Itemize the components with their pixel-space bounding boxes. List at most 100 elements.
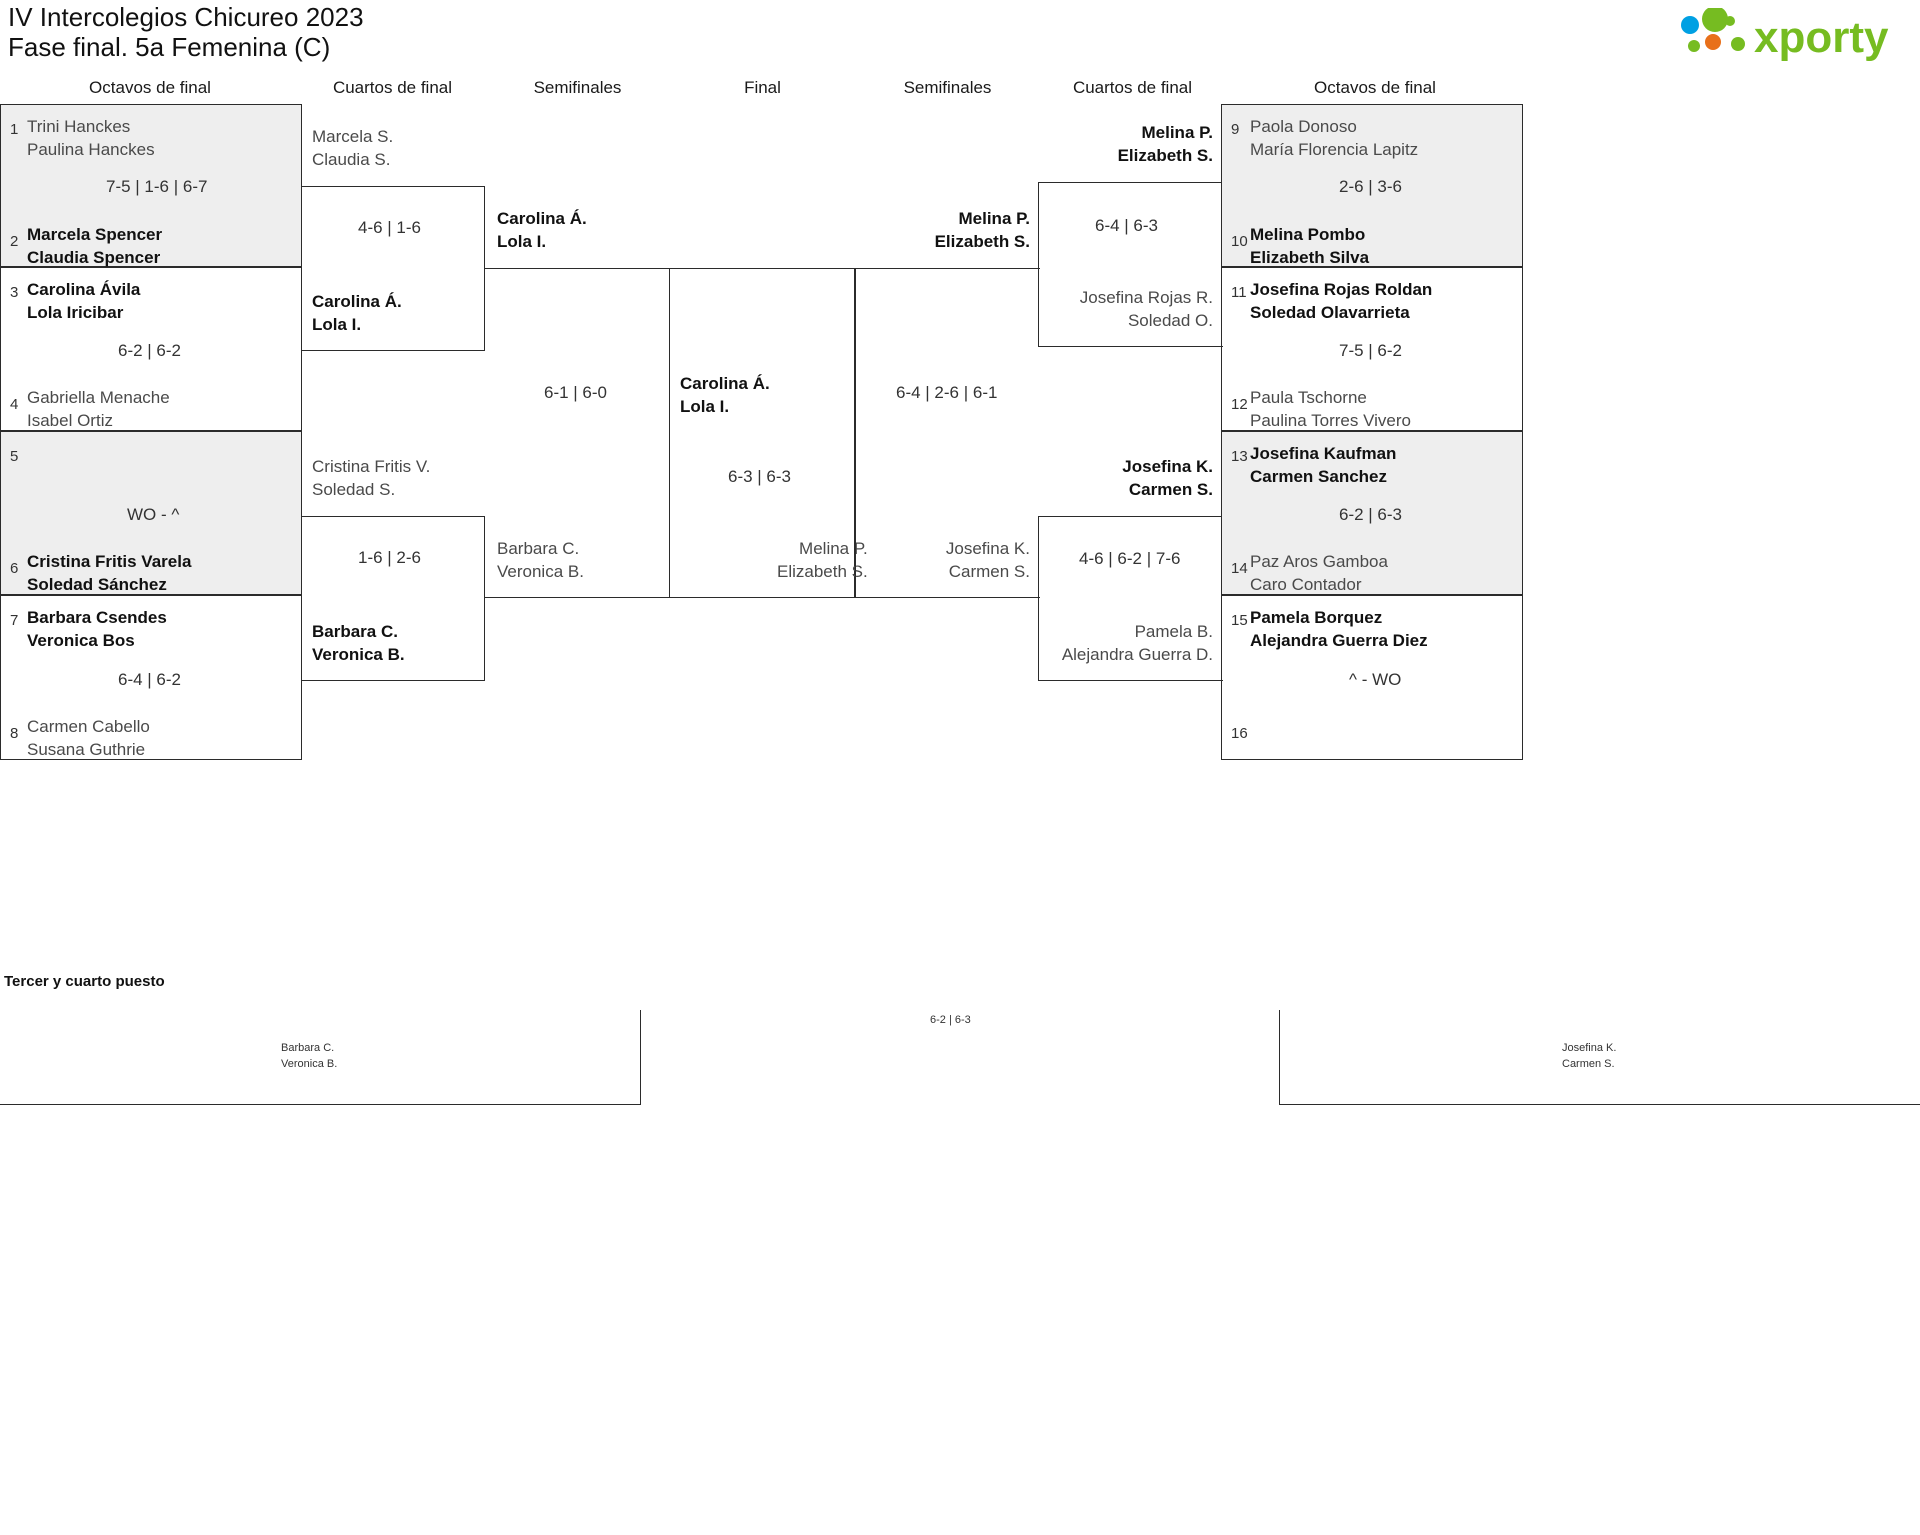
- player-name: Carolina Á.: [497, 209, 587, 228]
- player-name: Melina Pombo: [1250, 225, 1366, 244]
- player-name: Elizabeth S.: [777, 562, 868, 581]
- r16-match-right-1[interactable]: 9 Paola Donoso María Florencia Lapitz 2-…: [1221, 104, 1523, 267]
- page-title: IV Intercolegios Chicureo 2023 Fase fina…: [8, 2, 364, 62]
- player-name: Cristina Fritis V.: [312, 457, 431, 476]
- player-name: Carmen Sanchez: [1250, 467, 1387, 486]
- r16-match-left-2[interactable]: 3 Carolina Ávila Lola Iricibar 6-2 | 6-2…: [0, 267, 302, 431]
- third-place-divider-right: [1279, 1010, 1280, 1105]
- player-name: Lola I.: [680, 397, 730, 416]
- player-name: Soledad S.: [312, 480, 396, 499]
- player-pair: Carmen Cabello Susana Guthrie: [27, 715, 150, 761]
- sf-connector-left: [485, 268, 670, 598]
- r16-match-left-4[interactable]: 7 Barbara Csendes Veronica Bos 6-4 | 6-2…: [0, 595, 302, 760]
- player-pair: Trini Hanckes Paulina Hanckes: [27, 115, 155, 161]
- player-pair: Paz Aros Gamboa Caro Contador: [1250, 550, 1388, 596]
- seed-number: 1: [10, 121, 19, 138]
- player-name: Veronica B.: [281, 1058, 338, 1070]
- player-name: Barbara Csendes: [27, 608, 167, 627]
- player-name: Carmen S.: [1128, 480, 1213, 499]
- sf-player-pair-right-1: Melina P. Elizabeth S.: [830, 207, 1030, 253]
- player-pair: Barbara Csendes Veronica Bos: [27, 606, 167, 652]
- player-name: Carmen S.: [1562, 1058, 1615, 1070]
- match-score: 7-5 | 1-6 | 6-7: [106, 177, 208, 196]
- round-header-sf-left: Semifinales: [533, 78, 622, 97]
- third-place-rule-right: [1279, 1104, 1920, 1105]
- player-name: Isabel Ortiz: [27, 411, 113, 430]
- qf-player-pair-left-2: Carolina Á. Lola I.: [312, 290, 402, 336]
- player-name: Carmen S.: [948, 562, 1030, 581]
- player-pair: Paola Donoso María Florencia Lapitz: [1250, 115, 1418, 161]
- sf-player-pair-right-2: Josefina K. Carmen S.: [880, 537, 1030, 583]
- r16-match-left-3[interactable]: 5 WO - ^ 6 Cristina Fritis Varela Soleda…: [0, 431, 302, 595]
- player-name: Alejandra Guerra Diez: [1250, 631, 1428, 650]
- r16-match-right-4[interactable]: 15 Pamela Borquez Alejandra Guerra Diez …: [1221, 595, 1523, 760]
- qf-score-right-1: 6-4 | 6-3: [1095, 216, 1159, 235]
- r16-match-left-1[interactable]: 1 Trini Hanckes Paulina Hanckes 7-5 | 1-…: [0, 104, 302, 267]
- match-score: WO - ^: [127, 505, 180, 524]
- qf-connector-right-1: [1038, 182, 1223, 347]
- seed-number: 2: [10, 233, 19, 250]
- player-name: Lola I.: [312, 315, 362, 334]
- final-connector-left: [670, 268, 855, 598]
- player-name: Marcela Spencer: [27, 225, 163, 244]
- seed-number: 9: [1231, 121, 1240, 138]
- player-name: Josefina K.: [1122, 457, 1213, 476]
- player-name: Trini Hanckes: [27, 117, 131, 136]
- seed-number: 15: [1231, 612, 1248, 629]
- player-name: Pamela Borquez: [1250, 608, 1383, 627]
- player-name: Carolina Á.: [312, 292, 402, 311]
- player-name: Barbara C.: [281, 1042, 335, 1054]
- match-score: ^ - WO: [1349, 670, 1402, 689]
- player-name: Pamela B.: [1134, 622, 1213, 641]
- player-name: Claudia Spencer: [27, 248, 161, 267]
- seed-number: 11: [1231, 284, 1247, 301]
- player-name: Josefina K.: [1562, 1042, 1617, 1054]
- final-runnerup-pair: Melina P. Elizabeth S.: [777, 537, 868, 583]
- match-score: 6-2 | 6-2: [118, 341, 182, 360]
- title-line-2: Fase final. 5a Femenina (C): [8, 32, 331, 62]
- player-name: Soledad Sánchez: [27, 575, 167, 594]
- player-pair: Josefina Rojas Roldan Soledad Olavarriet…: [1250, 278, 1432, 324]
- qf-player-pair-right-1: Melina P. Elizabeth S.: [1023, 121, 1213, 167]
- round-header-sf-right: Semifinales: [903, 78, 992, 97]
- player-name: Paulina Torres Vivero: [1250, 411, 1411, 430]
- player-name: Elizabeth S.: [934, 232, 1030, 251]
- player-pair: Paula Tschorne Paulina Torres Vivero: [1250, 386, 1411, 432]
- r16-match-right-2[interactable]: 11 Josefina Rojas Roldan Soledad Olavarr…: [1221, 267, 1523, 431]
- sf-player-pair-left-2: Barbara C. Veronica B.: [497, 537, 584, 583]
- round-header-qf-left: Cuartos de final: [332, 78, 453, 97]
- seed-number: 14: [1231, 560, 1248, 577]
- third-place-left-pair: Barbara C. Veronica B.: [281, 1040, 337, 1072]
- qf-connector-right-2: [1038, 516, 1223, 681]
- qf-player-pair-right-4: Pamela B. Alejandra Guerra D.: [1003, 620, 1213, 666]
- player-name: Claudia S.: [312, 150, 391, 169]
- player-name: Josefina Rojas Roldan: [1250, 280, 1433, 299]
- r16-match-right-3[interactable]: 13 Josefina Kaufman Carmen Sanchez 6-2 |…: [1221, 431, 1523, 595]
- player-pair: Pamela Borquez Alejandra Guerra Diez: [1250, 606, 1428, 652]
- seed-number: 16: [1231, 725, 1248, 742]
- seed-number: 12: [1231, 396, 1248, 413]
- player-name: Josefina K.: [945, 539, 1030, 558]
- seed-number: 3: [10, 284, 19, 301]
- player-pair: Cristina Fritis Varela Soledad Sánchez: [27, 550, 191, 596]
- player-name: Paulina Hanckes: [27, 140, 155, 159]
- player-name: Susana Guthrie: [27, 740, 146, 759]
- player-name: Carolina Á.: [680, 374, 770, 393]
- player-name: Barbara C.: [312, 622, 398, 641]
- third-place-score: 6-2 | 6-3: [930, 1014, 971, 1026]
- round-header-qf-right: Cuartos de final: [1072, 78, 1193, 97]
- round-header-r16-right: Octavos de final: [1314, 78, 1436, 97]
- svg-text:xporty: xporty: [1754, 13, 1889, 62]
- player-name: Paz Aros Gamboa: [1250, 552, 1388, 571]
- qf-player-pair-left-3: Cristina Fritis V. Soledad S.: [312, 455, 430, 501]
- player-name: Veronica B.: [312, 645, 405, 664]
- player-name: Elizabeth S.: [1117, 146, 1213, 165]
- player-name: María Florencia Lapitz: [1250, 140, 1419, 159]
- player-pair: Carolina Ávila Lola Iricibar: [27, 278, 140, 324]
- player-pair: Josefina Kaufman Carmen Sanchez: [1250, 442, 1396, 488]
- player-name: Carmen Cabello: [27, 717, 150, 736]
- player-name: Lola Iricibar: [27, 303, 124, 322]
- xporty-logo[interactable]: xporty: [1668, 8, 1908, 66]
- player-name: Cristina Fritis Varela: [27, 552, 192, 571]
- title-line-1: IV Intercolegios Chicureo 2023: [8, 2, 364, 32]
